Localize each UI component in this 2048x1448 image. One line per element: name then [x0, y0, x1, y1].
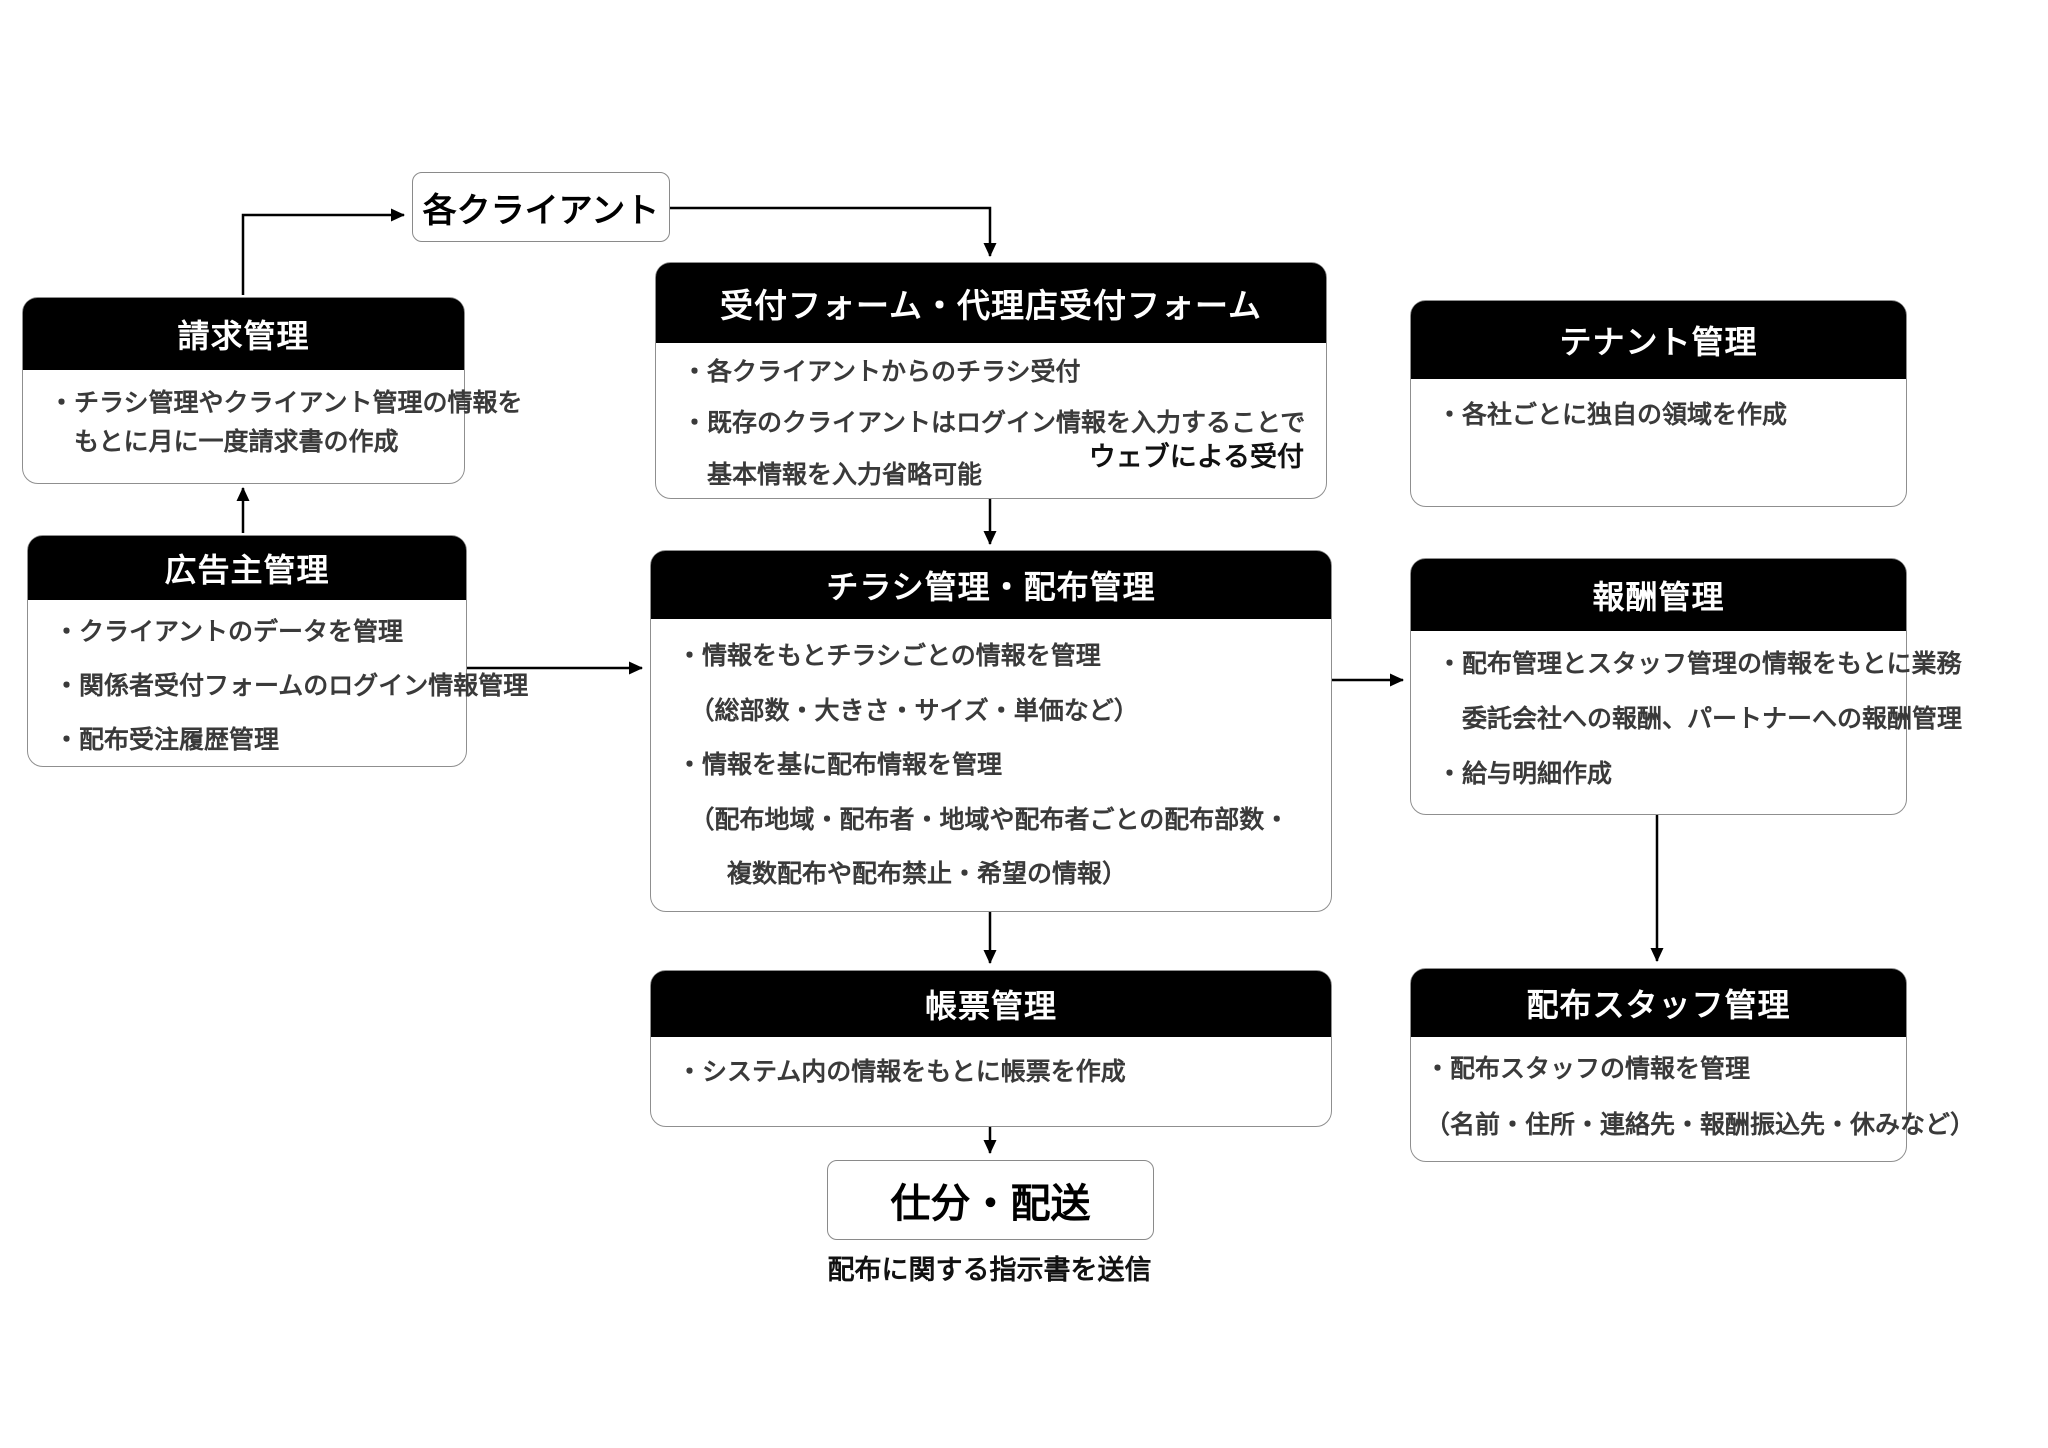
body-line: 基本情報を入力省略可能: [682, 460, 983, 489]
node-reward-title: 報酬管理: [1411, 559, 1906, 631]
body-line: ・配布受注履歴管理: [54, 725, 280, 754]
body-line: ・既存のクライアントはログイン情報を入力することで: [682, 409, 1306, 438]
node-staff-body: ・配布スタッフの情報を管理 （名前・住所・連絡先・報酬振込先・休みなど）: [1411, 1037, 1976, 1154]
node-billing-title: 請求管理: [23, 298, 464, 370]
body-line: ・各クライアントからのチラシ受付: [682, 358, 1081, 386]
body-line: 委託会社への報酬、パートナーへの報酬管理: [1437, 705, 1963, 733]
node-staff-title: 配布スタッフ管理: [1411, 969, 1906, 1037]
web-reception-annotation: ウェブによる受付: [1088, 442, 1304, 472]
body-line: （総部数・大きさ・サイズ・単価など）: [677, 696, 1139, 725]
node-sorting-label: 仕分・配送: [890, 1182, 1091, 1226]
node-flyer: チラシ管理・配布管理 ・情報をもとチラシごとの情報を管理 （総部数・大きさ・サイ…: [650, 550, 1332, 912]
node-report-title: 帳票管理: [651, 971, 1331, 1037]
body-line: （名前・住所・連絡先・報酬振込先・休みなど）: [1425, 1111, 1976, 1140]
node-billing-body: ・チラシ管理やクライアント管理の情報を もとに月に一度請求書の作成: [23, 370, 523, 462]
node-report: 帳票管理 ・システム内の情報をもとに帳票を作成: [650, 970, 1332, 1127]
node-reward: 報酬管理 ・配布管理とスタッフ管理の情報をもとに業務 委託会社への報酬、パートナ…: [1410, 558, 1963, 815]
node-reception-body: ・各クライアントからのチラシ受付・既存のクライアントはログイン情報を入力すること…: [656, 343, 1326, 501]
body-line: ・配布スタッフの情報を管理: [1425, 1055, 1751, 1083]
node-advertiser-title: 広告主管理: [28, 536, 466, 600]
body-line: （配布地域・配布者・地域や配布者ごとの配布部数・: [677, 805, 1290, 834]
arrow-billing-to-client: [241, 208, 405, 295]
node-tenant-body: ・各社ごとに独自の領域を作成: [1411, 379, 1906, 445]
body-line: ・配布管理とスタッフ管理の情報をもとに業務: [1437, 650, 1962, 678]
node-flyer-body: ・情報をもとチラシごとの情報を管理 （総部数・大きさ・サイズ・単価など） ・情報を…: [651, 619, 1331, 902]
node-client: 各クライアント: [412, 172, 670, 242]
node-tenant-title: テナント管理: [1411, 301, 1906, 379]
body-line: 複数配布や配布禁止・希望の情報）: [677, 860, 1128, 888]
node-billing: 請求管理 ・チラシ管理やクライアント管理の情報を もとに月に一度請求書の作成: [22, 297, 523, 484]
body-line: ・システム内の情報をもとに帳票を作成: [677, 1058, 1126, 1086]
arrow-client-to-reception: [670, 206, 997, 257]
body-line: ・クライアントのデータを管理: [54, 618, 404, 646]
node-reception: 受付フォーム・代理店受付フォーム ・各クライアントからのチラシ受付・既存のクライ…: [655, 262, 1327, 499]
node-advertiser: 広告主管理 ・クライアントのデータを管理・関係者受付フォームのログイン情報管理・…: [27, 535, 529, 767]
body-line: ・情報をもとチラシごとの情報を管理: [677, 642, 1101, 670]
body-line: ・情報を基に配布情報を管理: [677, 751, 1003, 779]
node-staff: 配布スタッフ管理 ・配布スタッフの情報を管理 （名前・住所・連絡先・報酬振込先・休…: [1410, 968, 1976, 1162]
body-line: もとに月に一度請求書の作成: [49, 427, 399, 456]
body-line: ・各社ごとに独自の領域を作成: [1437, 401, 1788, 429]
body-line: ・チラシ管理やクライアント管理の情報を: [49, 389, 523, 417]
node-sorting: 仕分・配送: [827, 1160, 1154, 1240]
node-tenant: テナント管理 ・各社ごとに独自の領域を作成: [1410, 300, 1907, 507]
node-reward-body: ・配布管理とスタッフ管理の情報をもとに業務 委託会社への報酬、パートナーへの報酬…: [1411, 631, 1963, 802]
node-reception-title: 受付フォーム・代理店受付フォーム: [656, 263, 1326, 343]
node-advertiser-body: ・クライアントのデータを管理・関係者受付フォームのログイン情報管理・配布受注履歴…: [28, 600, 529, 767]
sorting-caption: 配布に関する指示書を送信: [827, 1255, 1152, 1285]
body-line: ・給与明細作成: [1437, 760, 1613, 788]
node-flyer-title: チラシ管理・配布管理: [651, 551, 1331, 619]
node-report-body: ・システム内の情報をもとに帳票を作成: [651, 1037, 1331, 1097]
body-line: ・関係者受付フォームのログイン情報管理: [54, 671, 529, 700]
node-client-label: 各クライアント: [422, 191, 660, 230]
